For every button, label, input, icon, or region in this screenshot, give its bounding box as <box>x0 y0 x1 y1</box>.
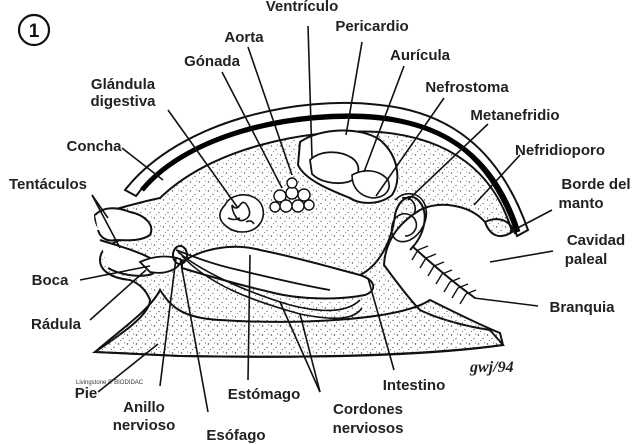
label-tentaculos: Tentáculos <box>9 176 87 193</box>
esophagus <box>175 249 331 291</box>
mouth-region <box>138 255 184 274</box>
label-nefridioporo: Nefridioporo <box>515 142 605 159</box>
label-cordones-1: Cordones <box>333 401 403 418</box>
label-aorta: Aorta <box>224 29 264 46</box>
head-tentacles <box>94 207 153 242</box>
label-metanefridio: Metanefridio <box>470 107 559 124</box>
foot <box>92 288 505 358</box>
label-ventriculo: Ventrículo <box>266 0 339 15</box>
gill <box>411 245 477 305</box>
label-esofago: Esófago <box>206 427 265 444</box>
label-branquia: Branquia <box>549 299 615 316</box>
nerve-cords <box>177 251 363 320</box>
label-pericardio: Pericardio <box>335 18 408 35</box>
label-nefrostoma: Nefrostoma <box>425 79 509 96</box>
label-cordones-2: nerviosos <box>333 420 404 437</box>
label-estomago: Estómago <box>228 386 301 403</box>
label-concha: Concha <box>66 138 122 155</box>
ventricle <box>309 151 360 185</box>
svg-text:1: 1 <box>29 21 40 42</box>
labels: Ventrículo Pericardio Aorta Gónada Auríc… <box>9 0 631 444</box>
metanephridium <box>390 192 428 243</box>
credit-text: Livingstone © BIODIDAC <box>76 379 144 386</box>
label-radula: Rádula <box>31 316 82 333</box>
mantle-edge <box>484 218 516 235</box>
stomach <box>181 245 375 300</box>
label-anillo-1: Anillo <box>123 399 165 416</box>
label-cavidad-2: paleal <box>565 251 608 268</box>
label-glandula-2: digestiva <box>90 93 156 110</box>
figure-number: 1 <box>17 13 51 47</box>
label-boca: Boca <box>32 272 69 289</box>
signature: gwj/94 <box>469 359 514 376</box>
digestive-gland <box>219 194 265 233</box>
label-anillo-2: nervioso <box>113 417 176 434</box>
label-intestino: Intestino <box>383 377 446 394</box>
shell-inner-band <box>140 113 521 233</box>
label-borde-1: Borde del <box>561 176 630 193</box>
label-cavidad-1: Cavidad <box>567 232 625 249</box>
label-auricula: Aurícula <box>390 47 451 64</box>
gonad <box>269 177 315 213</box>
label-glandula-1: Glándula <box>91 76 156 93</box>
label-pie: Pie <box>75 385 98 402</box>
label-borde-2: manto <box>559 195 604 212</box>
nerve-ring <box>172 245 188 265</box>
leader-lines <box>79 25 554 413</box>
label-gonada: Gónada <box>184 53 240 70</box>
